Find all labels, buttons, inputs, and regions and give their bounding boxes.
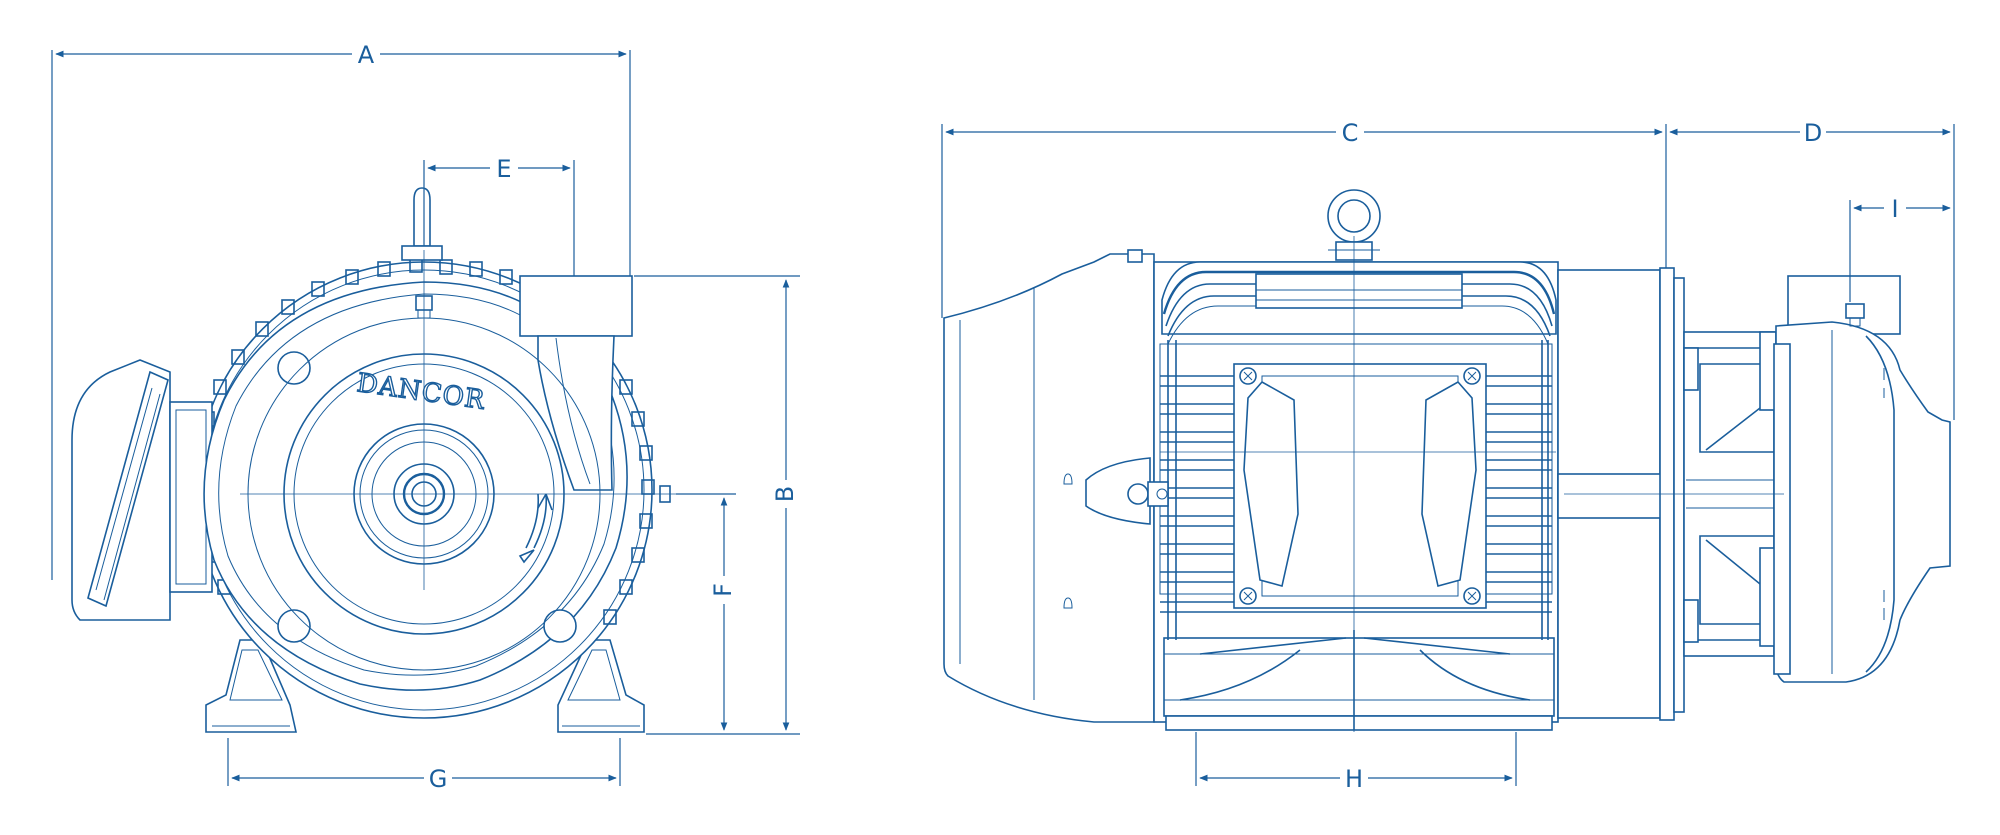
dim-label-c: C bbox=[1342, 119, 1359, 147]
side-centerlines bbox=[1160, 236, 1784, 732]
dim-label-f: F bbox=[709, 583, 737, 597]
front-feet bbox=[205, 639, 645, 733]
fan-shaft-lug bbox=[1085, 457, 1169, 525]
front-centerlines bbox=[240, 250, 720, 590]
terminal-box bbox=[1233, 363, 1487, 609]
dim-label-g: G bbox=[429, 765, 448, 793]
dim-label-b: B bbox=[771, 486, 799, 502]
fan-cover bbox=[943, 249, 1155, 723]
conduit-box bbox=[71, 359, 213, 621]
front-view: DANCOR bbox=[71, 187, 720, 733]
lifting-eyebolt bbox=[401, 187, 443, 261]
dim-label-h: H bbox=[1345, 765, 1363, 793]
dim-label-e: E bbox=[496, 155, 511, 183]
pump-casing-side bbox=[1773, 275, 1951, 683]
dim-label-i: I bbox=[1891, 195, 1898, 223]
side-view bbox=[943, 189, 1951, 732]
side-dimensions: C D I H bbox=[941, 119, 1955, 793]
dim-label-d: D bbox=[1804, 119, 1822, 147]
front-dimensions: A E B F G bbox=[51, 41, 800, 793]
dim-label-a: A bbox=[358, 41, 375, 69]
rotation-arrow-icon bbox=[518, 493, 553, 564]
